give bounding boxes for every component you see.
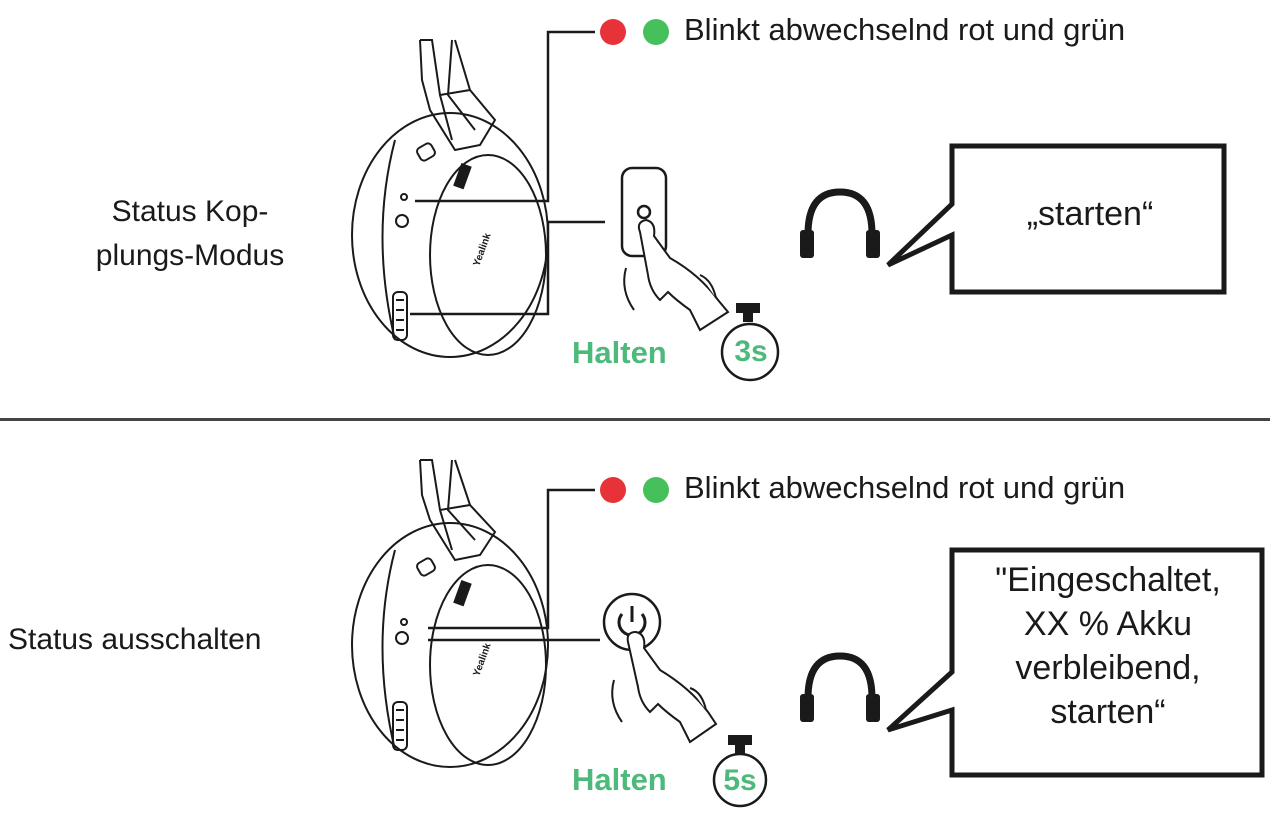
timer-value: 5s xyxy=(723,764,757,797)
speech-text: "Eingeschaltet, XX % Akku verbleibend, s… xyxy=(995,561,1221,731)
status-label-pairing: Status Kop- plungs-Modus xyxy=(95,195,285,272)
timer-value: 3s xyxy=(734,335,768,368)
headphone-side-icon: Yealink xyxy=(351,39,549,358)
led-green-indicator xyxy=(643,19,669,45)
speech-bubble xyxy=(886,143,1227,295)
status-label-power-off: Status ausschalten xyxy=(8,623,262,656)
led-red-indicator xyxy=(600,477,626,503)
headphone-side-icon: Yealink xyxy=(351,459,549,768)
led-green-indicator xyxy=(643,477,669,503)
svg-text:Yealink: Yealink xyxy=(472,641,494,678)
hold-label: Halten xyxy=(572,762,667,797)
power-off-illustration: Yealink xyxy=(351,459,1265,808)
headphones-icon xyxy=(800,652,880,722)
pairing-mode-panel: Status Kop- plungs-Modus Yealink xyxy=(95,12,1227,382)
hold-label: Halten xyxy=(572,335,667,370)
power-off-panel: Status ausschalten Yealink xyxy=(0,410,1270,815)
headphones-icon xyxy=(800,188,880,258)
led-blink-text: Blinkt abwechselnd rot und grün xyxy=(684,470,1126,505)
speech-bubble xyxy=(886,547,1265,778)
stopwatch-icon xyxy=(712,735,768,808)
finger-press-icon xyxy=(623,218,730,332)
pairing-illustration: Yealink xyxy=(351,19,1227,382)
stopwatch-icon xyxy=(720,303,780,382)
svg-text:Yealink: Yealink xyxy=(472,231,494,268)
section-divider xyxy=(0,418,1270,421)
led-blink-text: Blinkt abwechselnd rot und grün xyxy=(684,12,1126,47)
speech-text: „starten“ xyxy=(1026,195,1154,233)
finger-press-icon xyxy=(611,630,718,744)
led-red-indicator xyxy=(600,19,626,45)
